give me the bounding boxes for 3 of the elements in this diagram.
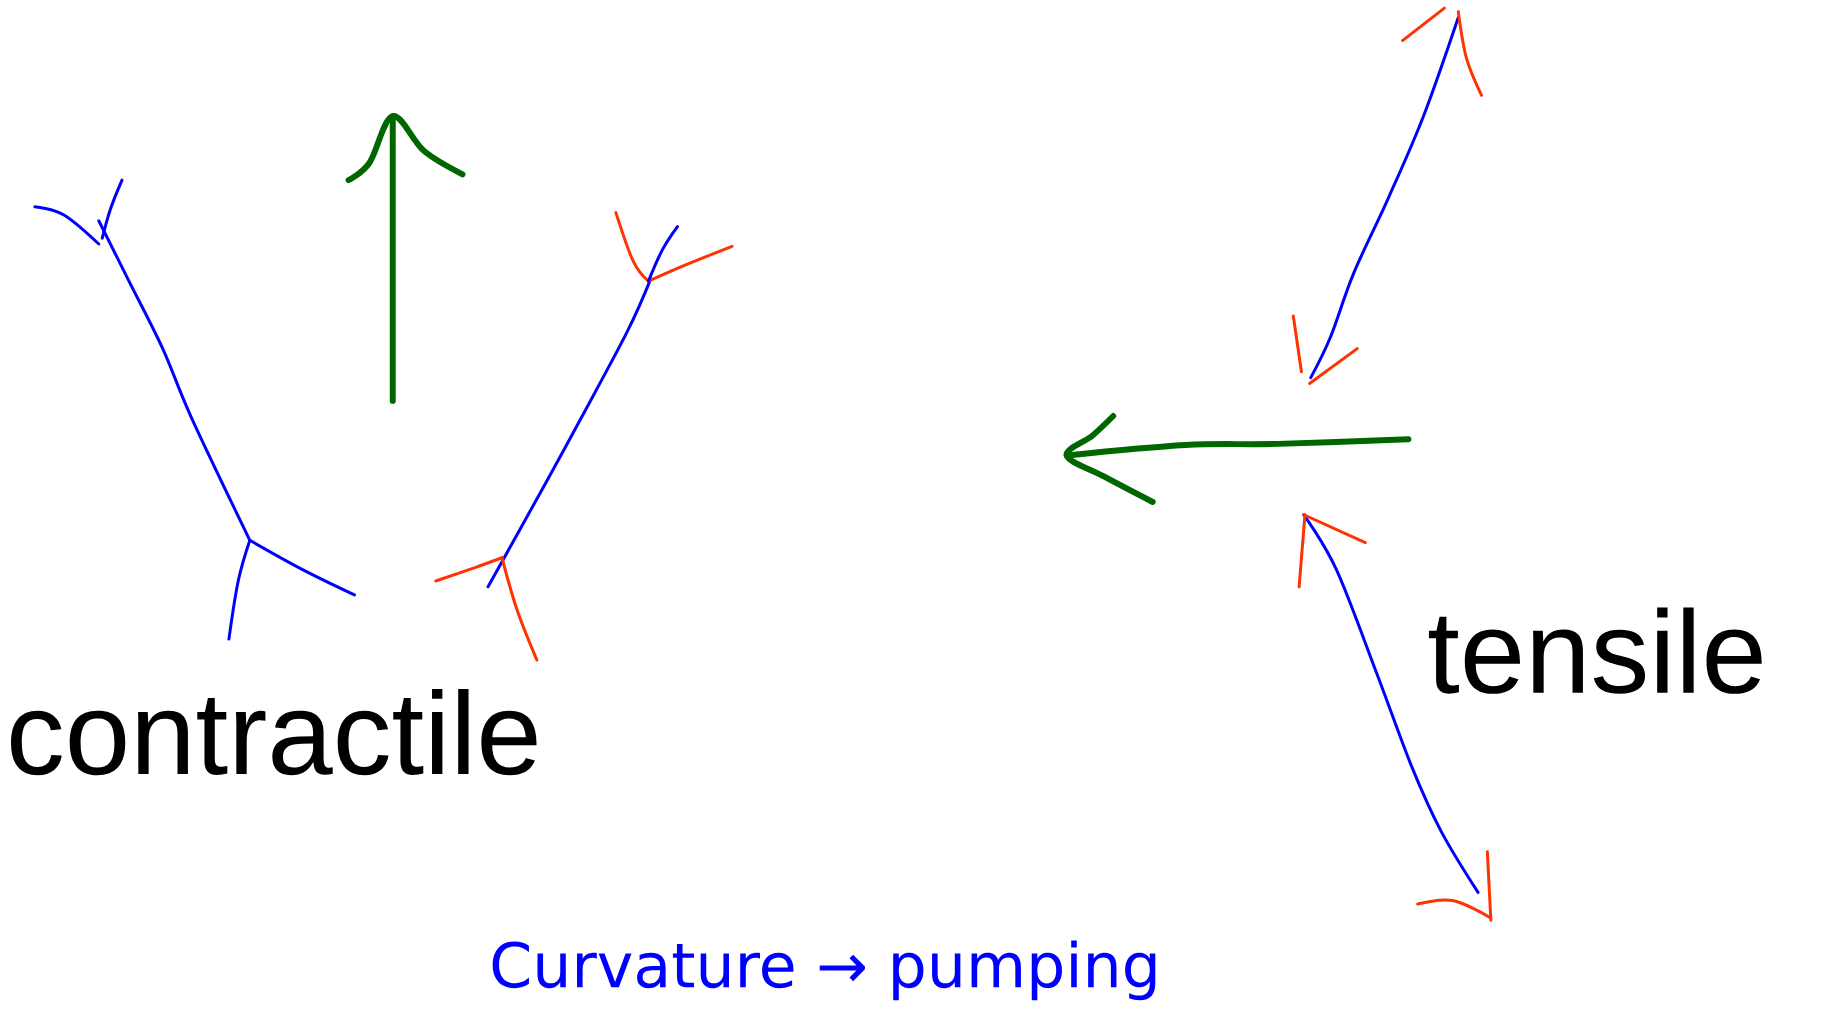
- caption: Curvature → pumping: [492, 940, 1156, 1000]
- label: contractile: [11, 688, 537, 775]
- label: tensile: [1428, 607, 1762, 694]
